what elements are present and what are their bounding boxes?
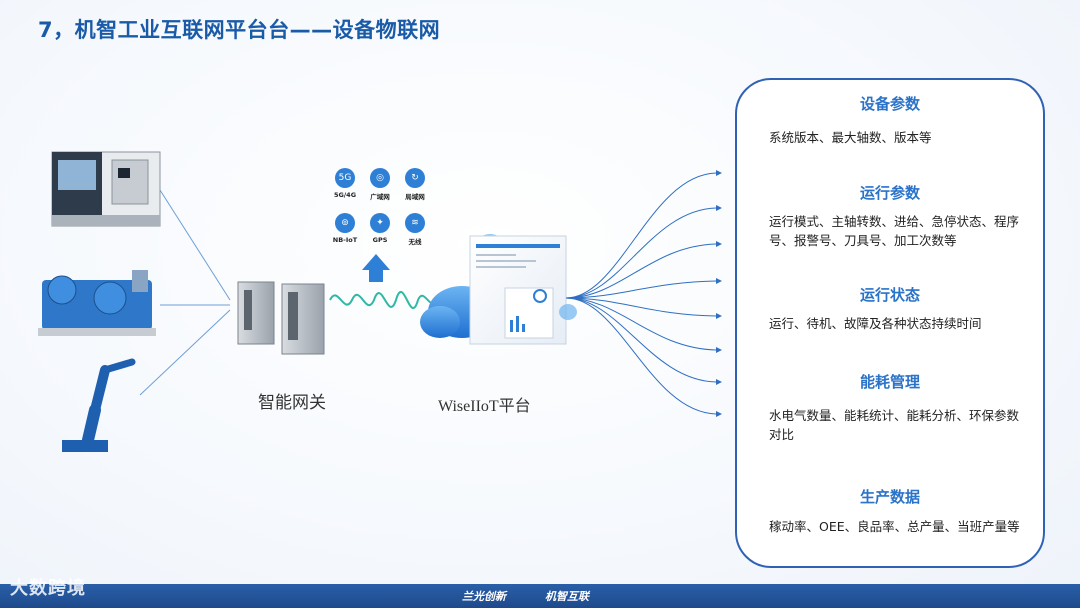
section-title-energy: 能耗管理 <box>859 373 920 391</box>
wifi-icon: ≋无线 <box>400 213 430 246</box>
section-title-device-params: 设备参数 <box>859 95 920 113</box>
section-body-device-params: 系统版本、最大轴数、版本等 <box>769 130 932 145</box>
fanout-curves <box>565 172 717 415</box>
footer-logo-left: 兰光创新 <box>462 590 506 603</box>
cnc-machine-icon <box>51 151 161 227</box>
link-line-robot <box>139 309 231 396</box>
page-title: 7，机智工业互联网平台台——设备物联网 <box>38 18 441 42</box>
section-body-run-params: 运行模式、主轴转数、进给、急停状态、程序号、报警号、刀具号、加工次数等 <box>769 214 1020 248</box>
upload-arrow-icon <box>362 254 390 282</box>
section-body-production: 稼动率、OEE、良品率、总产量、当班产量等 <box>769 519 1020 534</box>
footer-logo-right: 机智互联 <box>545 590 589 603</box>
link-line-cnc <box>159 189 231 301</box>
gateway-device-icon <box>237 281 325 355</box>
section-title-run-params: 运行参数 <box>859 184 920 202</box>
fanout-arrowheads <box>716 170 722 417</box>
globe-icon: ◎广域网 <box>365 168 395 201</box>
cloud-platform-icon <box>420 234 577 345</box>
section-title-run-status: 运行状态 <box>859 286 920 304</box>
gateway-label: 智能网关 <box>258 393 326 413</box>
watermark: 大数跨境 <box>10 578 86 599</box>
nbiot-icon: ⊚NB-IoT <box>330 213 360 244</box>
section-body-energy: 水电气数量、能耗统计、能耗分析、环保参数对比 <box>769 408 1020 442</box>
platform-label: WiseIIoT平台 <box>438 398 531 415</box>
signal-wave <box>329 291 437 309</box>
satellite-icon: ✦GPS <box>365 213 395 244</box>
section-body-run-status: 运行、待机、故障及各种状态持续时间 <box>769 316 982 331</box>
compressor-machine-icon <box>38 270 156 336</box>
section-title-production: 生产数据 <box>859 488 920 506</box>
parameters-card: 设备参数 系统版本、最大轴数、版本等 运行参数 运行模式、主轴转数、进给、急停状… <box>735 78 1045 568</box>
lan-icon: ↻局域网 <box>400 168 430 201</box>
robot-arm-icon <box>62 358 136 452</box>
footer-bar <box>0 584 1080 608</box>
